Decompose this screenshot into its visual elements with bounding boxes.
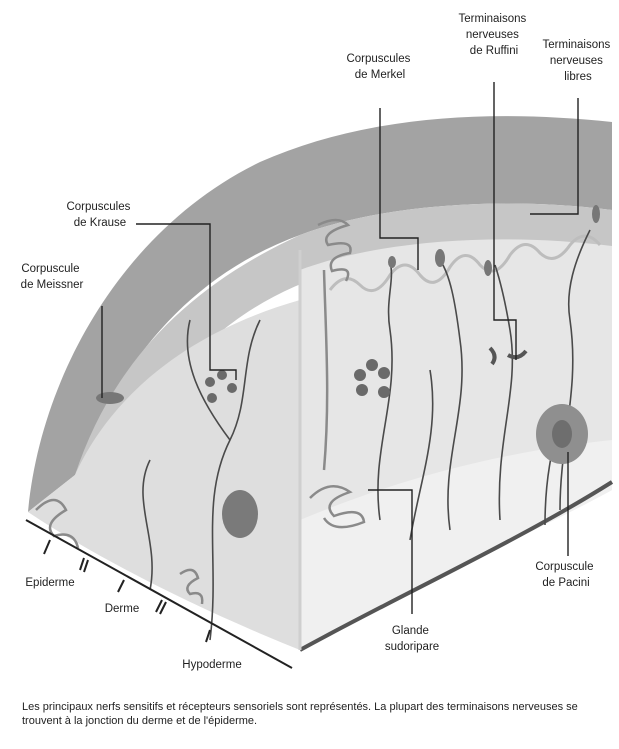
pacini-corpuscle-left [222, 490, 258, 538]
label-glande: Glande sudoripare [385, 625, 439, 653]
label-derme: Derme [105, 603, 140, 615]
meissner-corpuscle [96, 392, 124, 404]
label-libres: Terminaisons nerveuses libres [543, 39, 614, 83]
figure-caption: Les principaux nerfs sensitifs et récept… [22, 700, 612, 728]
label-epiderme: Epiderme [25, 577, 74, 589]
label-meissner: Corpuscule de Meissner [21, 263, 84, 291]
label-merkel: Corpuscules de Merkel [346, 53, 413, 81]
label-pacini: Corpuscule de Pacini [535, 561, 596, 589]
pacini-core [552, 420, 572, 448]
label-hypoderme: Hypoderme [182, 659, 241, 671]
label-ruffini: Terminaisons nerveuses de Ruffini [459, 13, 530, 57]
label-krause: Corpuscules de Krause [66, 201, 133, 229]
